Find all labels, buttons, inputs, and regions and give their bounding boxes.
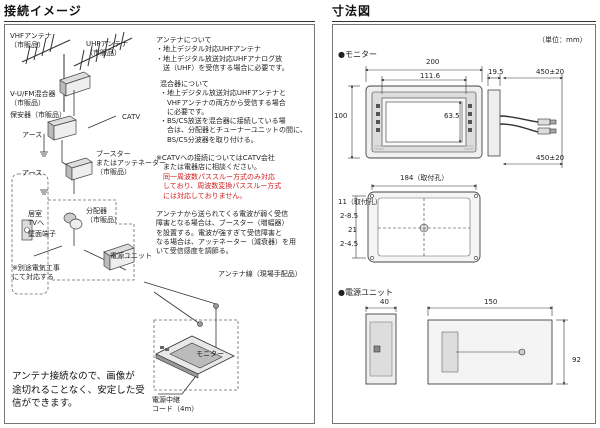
- vhf-antenna-label: VHFアンテナ（市販品）: [10, 32, 52, 49]
- dim-21: 21: [348, 226, 357, 234]
- splitter-label: 分配器（市販品）: [86, 207, 121, 224]
- left-heading: 接続イメージ: [4, 4, 82, 18]
- power-unit-front-view: [427, 319, 553, 385]
- power-unit-side-view: [365, 313, 397, 385]
- wall-terminal-label: 壁面端子: [28, 230, 56, 238]
- right-heading: 寸法図: [332, 4, 372, 18]
- monitor-back-view: [367, 191, 481, 263]
- power-unit-label: 電源ユニット: [110, 252, 152, 260]
- monitor-label: モニター: [196, 350, 224, 358]
- monitor-side-view: [487, 89, 557, 157]
- ground-icon: [40, 151, 48, 195]
- dim-28: 2-8.5: [340, 212, 359, 220]
- unit-label: （単位：mm）: [538, 36, 587, 44]
- uhf-antenna-label: UHFアンテナ（市販品）: [86, 40, 129, 57]
- dimension-drawing: [348, 66, 568, 386]
- connection-panel: [4, 24, 315, 424]
- footer-text: アンテナ接続なので、画像が途切れることなく、安定した受信ができます。: [12, 371, 145, 409]
- power-unit-icon: [103, 243, 135, 271]
- notes-catv-warning: 同一周波数パススルー方式のみ対応 しており、周波数変換パススルー方式 には対応し…: [156, 173, 282, 200]
- protector-box-icon: [47, 115, 77, 141]
- notes-antenna: アンテナについて・地上デジタル対応UHFアンテナ・地上デジタル放送対応UHFアナ…: [156, 36, 289, 72]
- dim-cable-bottom: 450±20: [536, 154, 565, 162]
- connection-diagram: [11, 31, 239, 395]
- dim-mount-184: 184（取付孔）: [400, 174, 449, 182]
- monitor-icon: [155, 335, 235, 379]
- mixer-box-icon: [59, 71, 91, 97]
- dim-depth-19: 19.5: [488, 68, 504, 76]
- notes-catv: ※CATVへの接続についてはCATV会社 または電器店に相談ください。: [156, 154, 275, 172]
- mixer-label: V-U/FM混合器（市販品）: [10, 90, 56, 107]
- dim-mount-11: 11（取付孔）: [338, 198, 382, 206]
- earth-label-1: アース: [22, 131, 43, 139]
- protector-label: 保安器（市販品）: [10, 111, 66, 119]
- vhf-antenna-icon: [21, 33, 71, 65]
- dim-power-40: 40: [380, 298, 389, 306]
- dim-height-63: 63.5: [444, 112, 460, 120]
- dim-cable-top: 450±20: [536, 68, 565, 76]
- monitor-section-title: ●モニター: [338, 50, 377, 59]
- power-section-title: ●電源ユニット: [338, 288, 393, 297]
- relay-cord-label: 電源中継コード（4m）: [152, 396, 199, 413]
- uhf-antenna-icon: [73, 31, 133, 71]
- notes-mixer: 混合器について・地上デジタル放送対応UHFアンテナと VHFアンテナの両方から受…: [160, 80, 307, 144]
- booster-label: ブースターまたはアッテネーター（市販品）: [96, 150, 166, 176]
- dim-width-111: 111.6: [420, 72, 441, 80]
- dimension-panel: [332, 24, 596, 424]
- monitor-front-view: [365, 85, 483, 159]
- catv-label: CATV: [122, 113, 141, 121]
- right-heading-rule: [332, 21, 596, 22]
- booster-box-icon: [65, 157, 93, 181]
- dim-height-100: 100: [334, 112, 348, 120]
- dim-245: 2-4.5: [340, 240, 359, 248]
- dim-width-200: 200: [426, 58, 440, 66]
- notes-booster: アンテナから送られてくる電波が弱く受信障害となる場合は、ブースター（増幅器）を設…: [156, 210, 296, 256]
- earth-label-2: アース: [22, 169, 43, 177]
- dim-power-150: 150: [484, 298, 498, 306]
- left-heading-rule: [4, 21, 315, 22]
- wall-terminal-icon: [21, 219, 33, 241]
- separate-work-label: ※別途電気工事にて対応する: [12, 264, 60, 281]
- splitter-icon: [63, 212, 83, 230]
- antenna-cable-label: アンテナ線（現場手配品）: [218, 270, 302, 278]
- dim-power-92: 92: [572, 356, 581, 364]
